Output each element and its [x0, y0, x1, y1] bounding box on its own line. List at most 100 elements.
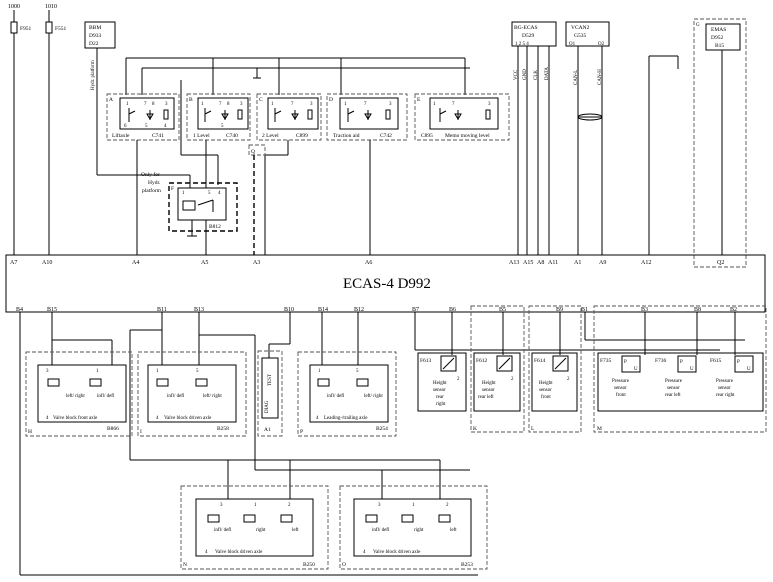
valve-block-o-b253[interactable]: O 3 1 2 infl/ defl right left 4 Valve bl…	[339, 485, 488, 570]
switch-c-c899[interactable]: C 1 7 3 2 Level C899	[256, 93, 322, 141]
svg-text:5: 5	[196, 369, 199, 374]
d933-l2: D933	[89, 33, 101, 39]
svg-text:2: 2	[511, 377, 514, 382]
d529-l2: D529	[522, 33, 534, 39]
g535-can-h: CAN-H	[598, 69, 603, 85]
valve-o-lab2: right	[414, 528, 424, 533]
svg-text:2: 2	[446, 503, 449, 508]
switch-a-letter: A	[109, 97, 113, 103]
svg-text:5: 5	[221, 124, 224, 129]
lamp-icon	[385, 109, 391, 120]
valve-blocks: H 3 1 left/ right infl/ defl 4 Valve blo…	[25, 350, 488, 570]
svg-text:sensor: sensor	[614, 386, 627, 391]
pin-a11: A11	[548, 260, 558, 266]
solenoid-icon	[47, 378, 60, 387]
svg-text:rear: rear	[436, 395, 444, 400]
svg-text:4: 4	[218, 191, 221, 196]
switch-e-letter: E	[417, 97, 421, 103]
valve-n-lab1: infl/ defl	[214, 528, 232, 533]
svg-text:sensor: sensor	[718, 386, 731, 391]
led-icon	[454, 110, 462, 120]
valve-n-lab3: left	[292, 528, 299, 533]
valve-i-name: Valve block driven axle	[164, 416, 212, 421]
height-sensor-f612[interactable]: K F612 Height sensor rear left 2	[470, 305, 525, 433]
solenoid-icon	[317, 378, 330, 387]
pin-b2: B2	[730, 307, 737, 313]
diag-connector-a1[interactable]: TEST DIAG A1	[257, 350, 283, 437]
pressure-sensor-f736[interactable]: F736 P U Pressure sensor rear left	[655, 355, 697, 398]
g535-p1: O1	[569, 42, 576, 47]
lamp-icon	[485, 109, 491, 120]
switch-d-letter: D	[329, 97, 333, 103]
height-sensor-f614[interactable]: L F614 Height sensor front 2	[528, 305, 582, 433]
svg-text:3: 3	[220, 503, 223, 508]
pin-b12: B12	[354, 307, 364, 313]
valve-block-h-b866[interactable]: H 3 1 left/ right infl/ defl 4 Valve blo…	[25, 351, 133, 437]
valve-h-code: B866	[107, 426, 119, 432]
pin-b6: B6	[449, 307, 456, 313]
f735-code: F735	[600, 358, 612, 364]
fuse-section: 1000 1010 F951 F551	[8, 4, 67, 255]
switch-e-code: C895	[421, 133, 433, 139]
svg-text:rear left: rear left	[478, 395, 494, 400]
valve-o-code: B253	[461, 562, 473, 568]
solenoid-icon	[89, 378, 102, 387]
bottom-wiring	[19, 312, 745, 576]
switch-bus-wiring	[125, 57, 470, 95]
svg-text:5: 5	[145, 124, 148, 129]
valve-n-letter: N	[183, 562, 187, 568]
svg-text:1: 1	[271, 102, 274, 107]
pin-b4: B4	[16, 307, 23, 313]
d529-clk: CLK	[534, 70, 539, 80]
svg-text:1: 1	[156, 369, 159, 374]
valve-i-lab2: left/ right	[203, 394, 222, 399]
pressure-sensor-f615[interactable]: F615 P U Pressure sensor rear right	[710, 355, 754, 398]
g535-can-l: CAN-L	[574, 70, 579, 85]
pin-a1: A1	[574, 260, 581, 266]
valve-h-lab2: infl/ defl	[97, 394, 115, 399]
switch-c-name: 2 Level	[262, 133, 279, 139]
f736-code: F736	[655, 358, 667, 364]
svg-text:P: P	[680, 360, 683, 365]
valve-block-p-b254[interactable]: P 1 5 infl/ defl left/ right 4 Leading-/…	[297, 351, 397, 437]
solenoid-icon	[243, 514, 256, 523]
solenoid-icon	[401, 514, 414, 523]
valve-p-lab2: left/ right	[364, 394, 383, 399]
pressure-sensor-f735[interactable]: F735 P U Pressure sensor front	[600, 355, 641, 398]
solenoid-icon	[365, 514, 378, 523]
led-icon	[221, 110, 229, 120]
solenoid-icon	[195, 378, 208, 387]
switch-b-c740[interactable]: B 1 7 8 3 5 1 Level C740	[186, 93, 251, 141]
svg-text:sensor: sensor	[667, 386, 680, 391]
switch-c-code: C899	[296, 133, 308, 139]
switch-panels: A 1 7 8 3 6 5 4 Liftaxle C741 B 1 7 8 3 …	[106, 93, 510, 141]
switch-b-code: C740	[226, 133, 238, 139]
pin-b5: B5	[499, 307, 506, 313]
svg-text:4: 4	[156, 416, 159, 421]
pin-b7: B7	[412, 307, 419, 313]
svg-text:7: 7	[219, 102, 222, 107]
f612-letter: K	[473, 426, 477, 432]
relay-contact-icon	[197, 199, 214, 212]
switch-d-name: Traction aid	[333, 133, 360, 139]
fuse-f951	[10, 21, 18, 34]
switch-c-letter: C	[259, 97, 263, 103]
switch-a-name: Liftaxle	[112, 132, 130, 139]
switch-contact-icon	[439, 108, 447, 122]
svg-text:1: 1	[96, 369, 99, 374]
height-sensor-f613[interactable]: F613 Height sensor rear right 2	[417, 352, 467, 412]
valve-i-letter: I	[140, 429, 142, 435]
valve-block-i-b258[interactable]: I 1 5 infl/ defl left/ right 4 Valve blo…	[137, 351, 247, 437]
switch-d-c742[interactable]: D 1 7 3 Traction aid C742	[326, 93, 408, 141]
d952-l1: EMAS	[711, 27, 726, 33]
ecu-title: ECAS-4 D992	[343, 276, 431, 292]
fuse-f951-label: F951	[20, 26, 32, 32]
valve-o-letter: O	[342, 562, 346, 568]
g535-p2: O2	[598, 42, 605, 47]
switch-a-c741[interactable]: A 1 7 8 3 6 5 4 Liftaxle C741	[106, 93, 180, 141]
lamp-icon	[163, 109, 169, 120]
switch-e-c895[interactable]: E 1 7 3 C895 Memo moving level	[414, 93, 510, 141]
switch-a-code: C741	[152, 133, 164, 139]
valve-block-n-b250[interactable]: N 3 1 2 infl/ defl right left 4 Valve bl…	[180, 485, 329, 570]
svg-text:1: 1	[254, 503, 257, 508]
